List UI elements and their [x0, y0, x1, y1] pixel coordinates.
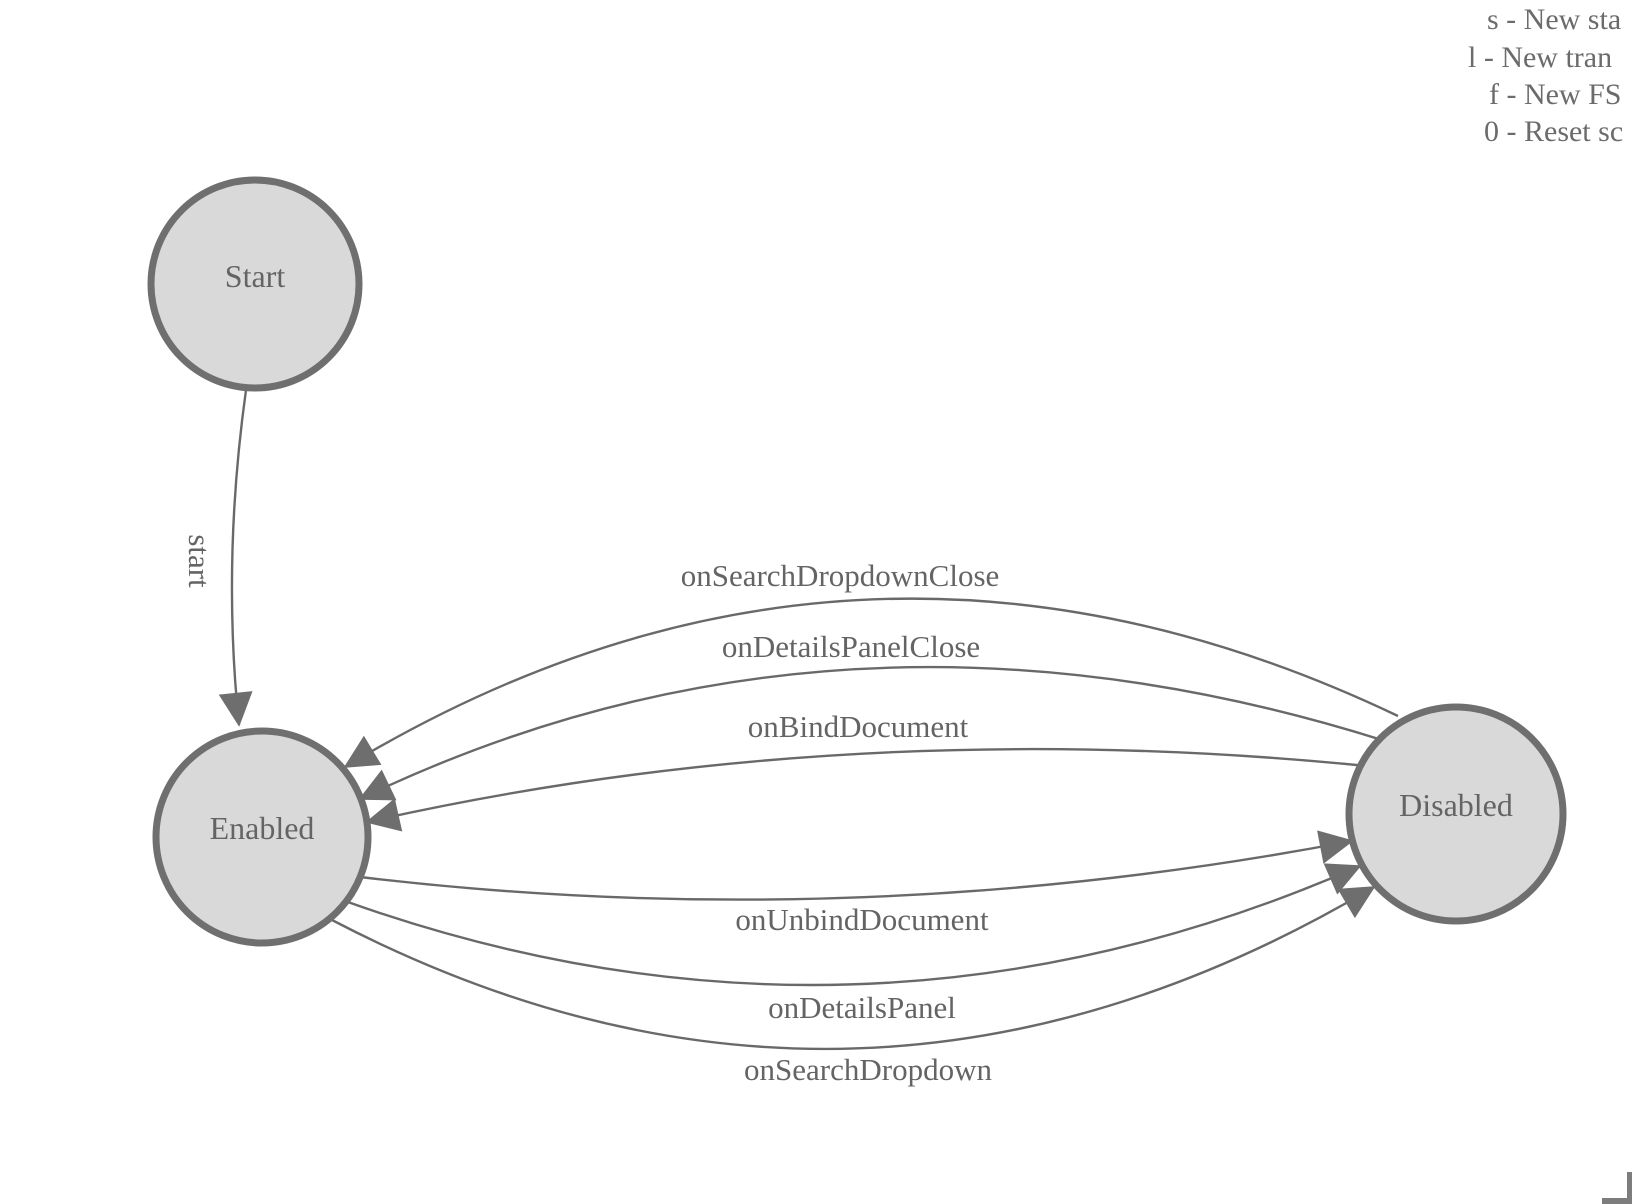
state-label-enabled: Enabled	[210, 810, 315, 846]
state-label-start: Start	[225, 258, 286, 294]
state-circle-enabled[interactable]	[152, 727, 372, 947]
edge-onSearchDropdownClose	[343, 597, 1399, 769]
edge-label-onUnbindDocument: onUnbindDocument	[735, 902, 989, 937]
offscreen-panel-corner	[1602, 1172, 1632, 1204]
edge-onDetailsPanel	[344, 863, 1362, 987]
state-circle-disabled[interactable]	[1345, 703, 1567, 925]
corner-horizontal-bar	[1602, 1198, 1632, 1204]
state-label-disabled: Disabled	[1399, 787, 1513, 823]
edge-label-onBindDocument: onBindDocument	[748, 709, 969, 744]
edge-labels: start onSearchDropdownClose onDetailsPan…	[182, 534, 999, 1087]
edge-label-onDetailsPanel: onDetailsPanel	[768, 990, 956, 1025]
state-node-enabled[interactable]: Enabled	[152, 727, 372, 947]
state-nodes: Start Enabled Disabled	[147, 176, 1567, 947]
edge-label-onSearchDropdownClose: onSearchDropdownClose	[681, 558, 1000, 593]
edge-onUnbindDocument	[359, 830, 1354, 901]
edge-onBindDocument	[365, 747, 1368, 832]
edge-onDetailsPanelClose	[358, 665, 1383, 801]
corner-vertical-bar	[1627, 1172, 1632, 1204]
edge-label-onSearchDropdown: onSearchDropdown	[744, 1052, 992, 1087]
edge-onSearchDropdown	[329, 885, 1376, 1051]
state-node-start[interactable]: Start	[147, 176, 363, 392]
state-circle-start[interactable]	[147, 176, 363, 392]
state-node-disabled[interactable]: Disabled	[1345, 703, 1567, 925]
edge-label-start: start	[182, 534, 217, 588]
edges	[218, 389, 1399, 1051]
edge-label-onDetailsPanelClose: onDetailsPanelClose	[722, 629, 980, 664]
edge-start-to-enabled	[218, 389, 253, 727]
